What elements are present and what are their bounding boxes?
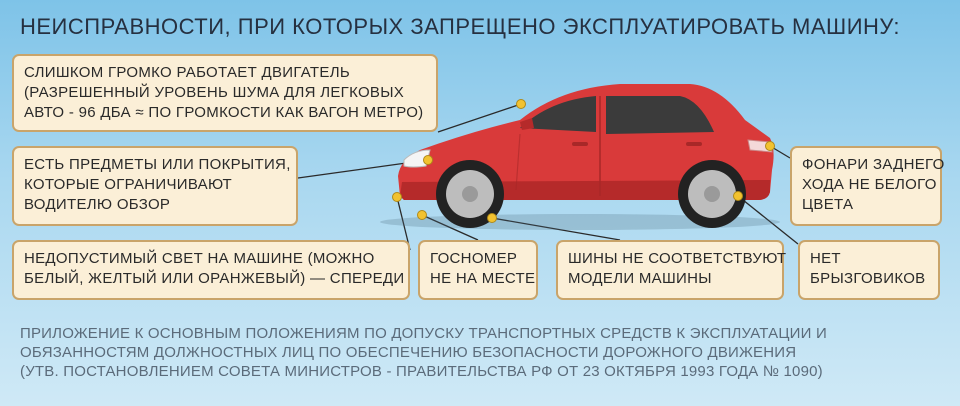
page-title: НЕИСПРАВНОСТИ, ПРИ КОТОРЫХ ЗАПРЕЩЕНО ЭКС…: [20, 14, 901, 39]
callout-reverse-lights: ФОНАРИ ЗАДНЕГО ХОДА НЕ БЕЛОГО ЦВЕТА: [790, 146, 944, 226]
callout-driver-view: ЕСТЬ ПРЕДМЕТЫ ИЛИ ПОКРЫТИЯ, КОТОРЫЕ ОГРА…: [12, 146, 298, 226]
front-wheel: [436, 160, 504, 228]
rear-wheel: [678, 160, 746, 228]
callout-engine-noise: СЛИШКОМ ГРОМКО РАБОТАЕТ ДВИГАТЕЛЬ (РАЗРЕ…: [12, 54, 438, 132]
callout-license-plate: ГОСНОМЕР НЕ НА МЕСТЕ: [418, 240, 538, 300]
callout-tires: ШИНЫ НЕ СООТВЕТСТВУЮТ МОДЕЛИ МАШИНЫ: [556, 240, 786, 300]
marker-dots: [392, 99, 775, 223]
footer-source-note: ПРИЛОЖЕНИЕ К ОСНОВНЫМ ПОЛОЖЕНИЯМ ПО ДОПУ…: [20, 325, 827, 380]
callout-front-lights: НЕДОПУСТИМЫЙ СВЕТ НА МАШИНЕ (МОЖНО БЕЛЫЙ…: [12, 240, 410, 300]
callout-mud-flaps: НЕТ БРЫЗГОВИКОВ: [798, 240, 940, 300]
